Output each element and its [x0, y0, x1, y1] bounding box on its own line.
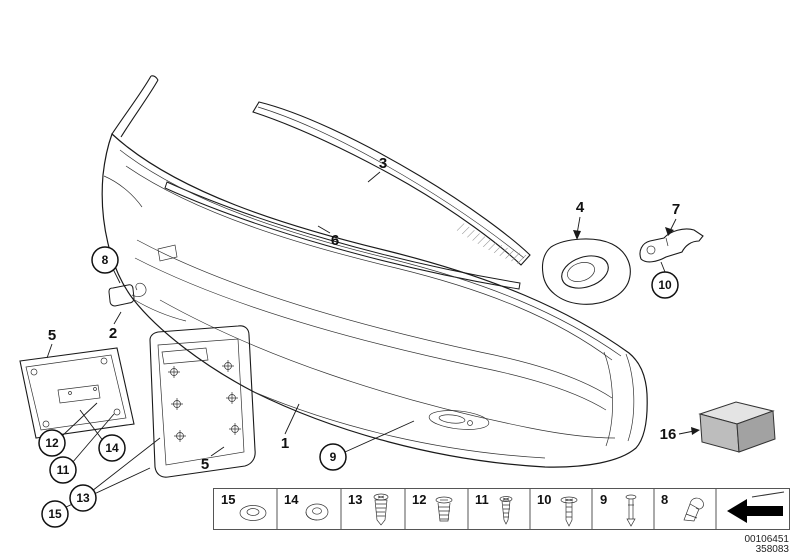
callout-1[interactable]: 1 — [281, 435, 289, 452]
callout-9-label: 9 — [330, 450, 337, 464]
legend-number: 12 — [412, 492, 426, 507]
legend-number: 13 — [348, 492, 362, 507]
screw-icon — [499, 496, 513, 525]
rivet-pin-icon — [625, 494, 637, 527]
legend-number: 15 — [221, 492, 235, 507]
legend-number: 8 — [661, 492, 668, 507]
tapping-screw-icon — [373, 493, 389, 526]
callout-12[interactable]: 12 — [38, 429, 66, 457]
callout-3[interactable]: 3 — [379, 155, 387, 172]
callout-10[interactable]: 10 — [651, 271, 679, 299]
document-numbers: 00106451 358083 — [745, 534, 790, 555]
callout-4[interactable]: 4 — [576, 199, 585, 216]
callout-10-label: 10 — [658, 278, 672, 292]
callout-11-label: 11 — [57, 463, 70, 477]
callout-7[interactable]: 7 — [672, 201, 680, 218]
screw-hole-marks — [168, 360, 241, 442]
legend-number: 9 — [600, 492, 607, 507]
legend-cell-arrow[interactable] — [727, 491, 785, 523]
legend-cell-10[interactable]: 10 — [537, 492, 578, 527]
legend-cell-15[interactable]: 15 — [221, 492, 267, 521]
exploded-drawing — [19, 75, 776, 509]
legend-cell-11[interactable]: 11 — [475, 492, 513, 525]
fog-lamp-trim-drawing — [541, 238, 631, 305]
leader-lines — [46, 171, 700, 509]
bumper-cover-drawing — [101, 132, 648, 468]
callout-16[interactable]: 16 — [660, 426, 677, 443]
edge-strip-drawing — [111, 75, 159, 138]
grommet-icon — [239, 505, 267, 521]
callout-8-label: 8 — [102, 253, 109, 267]
callout-5b[interactable]: 5 — [201, 456, 209, 473]
doc-number-bottom: 358083 — [756, 544, 790, 555]
legend-number: 10 — [537, 492, 551, 507]
fastener-legend: 15 14 13 12 — [213, 488, 790, 530]
legend-cell-12[interactable]: 12 — [412, 492, 453, 522]
callout-15-label: 15 — [48, 507, 62, 521]
callout-15[interactable]: 15 — [41, 500, 69, 528]
upper-trim-strip-drawing — [252, 101, 531, 266]
legend-number: 11 — [475, 492, 489, 507]
callout-13[interactable]: 13 — [69, 484, 97, 512]
blind-rivet-icon — [560, 496, 578, 527]
expansion-rivet-icon — [435, 496, 453, 522]
callout-8[interactable]: 8 — [91, 246, 119, 274]
legend-cell-14[interactable]: 14 — [284, 492, 329, 521]
callout-6[interactable]: 6 — [331, 232, 339, 249]
license-plate-base-drawing — [19, 347, 135, 439]
license-plate-filler-drawing — [149, 325, 256, 478]
callout-13-label: 13 — [76, 491, 90, 505]
callout-12-label: 12 — [45, 436, 59, 450]
spring-clip-icon — [683, 497, 704, 522]
legend-cell-9[interactable]: 9 — [600, 492, 637, 527]
legend-cell-8[interactable]: 8 — [661, 492, 704, 522]
callout-9[interactable]: 9 — [319, 443, 347, 471]
legend-cell-13[interactable]: 13 — [348, 492, 389, 526]
bracket-drawing — [639, 228, 704, 263]
fog-lamp-recess-drawing — [428, 410, 490, 430]
washer-icon — [305, 503, 329, 521]
support-strip-drawing — [164, 181, 521, 290]
callout-14-label: 14 — [105, 441, 119, 455]
callouts: 1 2 3 4 5 5 6 7 16 8 9 10 12 11 14 — [38, 155, 680, 528]
shipping-box-icon — [698, 401, 776, 453]
tow-eye-cover-drawing — [108, 282, 147, 307]
callout-5a[interactable]: 5 — [48, 327, 56, 344]
legend-number: 14 — [284, 492, 299, 507]
callout-11[interactable]: 11 — [49, 456, 77, 484]
direction-arrow-icon — [727, 491, 785, 523]
callout-14[interactable]: 14 — [98, 434, 126, 462]
doc-number-top: 00106451 — [745, 534, 790, 545]
callout-2[interactable]: 2 — [109, 325, 117, 342]
